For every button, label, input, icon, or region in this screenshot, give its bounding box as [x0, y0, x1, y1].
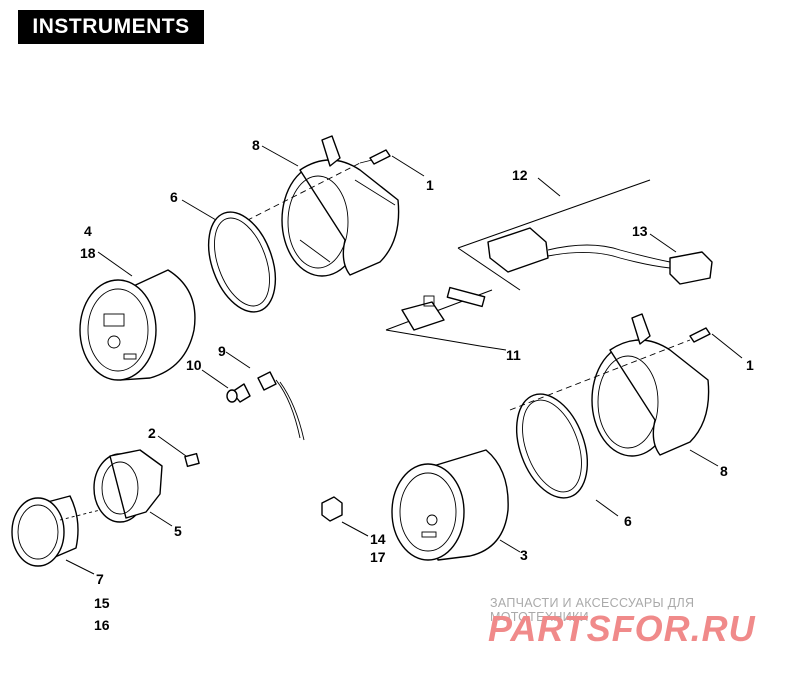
- lower-assembly-axis: [509, 339, 691, 411]
- part-11-fuse-block[interactable]: [401, 286, 486, 331]
- part-1-lower-screw[interactable]: [689, 327, 711, 343]
- leader-lines: [65, 145, 719, 575]
- callout-5: 5: [174, 523, 182, 539]
- callout-9: 9: [218, 343, 226, 359]
- callout-6-upper: 6: [170, 189, 178, 205]
- callout-1-lower: 1: [746, 357, 754, 373]
- callout-4: 4: [84, 223, 92, 239]
- section-title: INSTRUMENTS: [18, 10, 204, 44]
- part-10-bulb[interactable]: [226, 383, 251, 403]
- callout-13: 13: [632, 223, 648, 239]
- callout-18: 18: [80, 245, 96, 261]
- callout-3: 3: [520, 547, 528, 563]
- part-8-lower-housing[interactable]: [591, 313, 710, 457]
- callout-15: 15: [94, 595, 110, 611]
- upper-assembly-axis: [237, 162, 361, 226]
- part-7-small-gauge[interactable]: [11, 495, 101, 567]
- callout-11: 11: [506, 347, 521, 363]
- callout-8-lower: 8: [720, 463, 728, 479]
- part-4-upper-gauge[interactable]: [79, 269, 196, 381]
- callout-8-upper: 8: [252, 137, 260, 153]
- part-14-connector[interactable]: [321, 496, 343, 522]
- part-12-harness-group: [457, 179, 651, 291]
- callout-10: 10: [186, 357, 202, 373]
- callout-16: 16: [94, 617, 110, 633]
- watermark-brand: PARTSFOR.RU: [488, 608, 756, 649]
- callout-1-upper: 1: [426, 177, 434, 193]
- part-2-nut[interactable]: [184, 452, 200, 468]
- callout-7: 7: [96, 571, 104, 587]
- watermark-caption: ЗАПЧАСТИ И АКСЕССУАРЫ ДЛЯ МОТОТЕХНИКИ: [490, 596, 695, 624]
- callout-14: 14: [370, 531, 386, 547]
- callout-12: 12: [512, 167, 528, 183]
- part-6-lower-bezel-ring[interactable]: [503, 384, 600, 507]
- callout-2: 2: [148, 425, 156, 441]
- callout-17: 17: [370, 549, 386, 565]
- part-9-sensor[interactable]: [257, 371, 305, 441]
- part-6-upper-bezel-ring[interactable]: [196, 203, 288, 321]
- part-1-upper-screw[interactable]: [359, 149, 391, 165]
- part-13-connector-plug[interactable]: [669, 251, 713, 285]
- callout-6-lower: 6: [624, 513, 632, 529]
- part-12-wiring-harness[interactable]: [487, 227, 671, 273]
- part-3-lower-gauge[interactable]: [391, 449, 509, 561]
- part-5-bracket[interactable]: [93, 449, 163, 523]
